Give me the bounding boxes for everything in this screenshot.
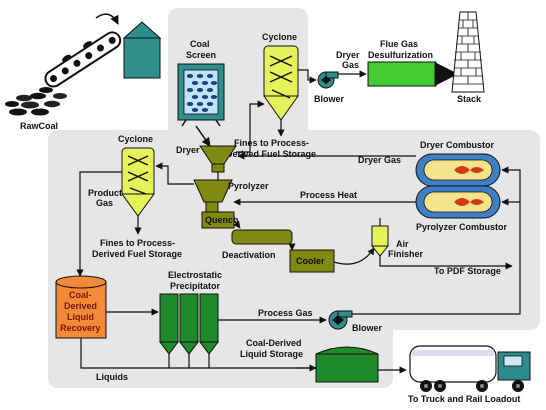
coal-screen-icon [177, 63, 225, 127]
deactivation-label: Deactivation [222, 250, 276, 260]
blower-top-icon [317, 71, 339, 89]
product-gas-label-line2: Gas [96, 198, 113, 208]
liquid-storage-label-line2: Liquid Storage [240, 349, 303, 359]
cyclone-top-label: Cyclone [262, 32, 297, 42]
dryer-gas-top-label-line2: Gas [342, 60, 359, 70]
fines-top-label-line1: Fines to Process- [234, 138, 309, 148]
dryer-gas-mid-label: Dryer Gas [358, 155, 401, 165]
truck-rail-label: To Truck and Rail Loadout [408, 394, 520, 404]
liquid-storage-tank-icon [315, 346, 379, 383]
raw-coal-label: RawCoal [20, 121, 58, 131]
blower-bottom-icon [328, 310, 353, 330]
coal-silo-icon [122, 21, 162, 79]
electrostatic-precipitator-icon [159, 293, 219, 360]
recovery-liquids-line [80, 338, 312, 369]
screen-to-dryer-arrow [195, 125, 211, 147]
liquids-label: Liquids [96, 372, 128, 382]
flue-gas-desulfurization-unit [367, 61, 437, 87]
deactivation-drum [231, 229, 293, 245]
stack-label: Stack [457, 94, 482, 104]
tanker-truck-icon [409, 345, 531, 392]
cyclone-left-label: Cyclone [118, 134, 153, 144]
liquid-recovery-label-line2: Derived [64, 301, 97, 311]
finisher-to-pdf-arrow [379, 256, 513, 270]
cooler-label: Cooler [296, 256, 325, 266]
cooler-to-finisher-arrow [333, 247, 375, 265]
fines-left-label-line1: Fines to Process- [100, 238, 175, 248]
process-heat-label: Process Heat [300, 190, 357, 200]
product-gas-label-line1: Product [88, 188, 122, 198]
liquid-storage-label-line1: Coal-Derived [246, 338, 302, 348]
stack-icon [451, 11, 485, 93]
dryer-label: Dryer [176, 145, 200, 155]
cooler-unit [289, 249, 335, 273]
fines-left-label-line2: Derived Fuel Storage [92, 249, 182, 259]
quench-label: Quench [205, 215, 239, 225]
liquid-recovery-label-line4: Recovery [60, 323, 101, 333]
esp-label-line2: Precipitator [170, 281, 221, 291]
liquid-recovery-label-line3: Liquid [67, 312, 94, 322]
to-pdf-storage-label: To PDF Storage [434, 266, 501, 276]
fines-top-label-line2: Derived Fuel Storage [226, 149, 316, 159]
pyrolyzer-label: Pyrolyzer [228, 181, 269, 191]
product-gas-to-recovery-arrow [76, 171, 122, 277]
pyrolyzer-combustor-label: Pyrolyzer Combustor [416, 222, 508, 232]
dryer-combustor-label: Dryer Combustor [420, 140, 495, 150]
air-finisher-label-line2: Finisher [388, 249, 424, 259]
pyrolyzer-vessel-icon [193, 179, 233, 213]
dryer-combustor-icon [415, 153, 501, 187]
conveyor-to-silo-arrow [95, 13, 119, 25]
dryer-to-cyclone-arrow [236, 100, 265, 153]
conveyor-belt-icon [44, 31, 122, 88]
pyrolyzer-to-cyclone-arrow [155, 162, 194, 185]
coal-screen-label-line2: Screen [186, 50, 216, 60]
blower-bottom-label: Blower [352, 323, 383, 333]
process-gas-to-dryer-combustor-line [501, 166, 521, 202]
air-finisher-icon [370, 218, 390, 257]
air-finisher-label-line1: Air [396, 239, 409, 249]
raw-coal-pile-icon [5, 87, 67, 116]
esp-label-line1: Electrostatic [168, 270, 222, 280]
pyrolyzer-combustor-icon [415, 185, 501, 219]
coal-screen-label-line1: Coal [190, 39, 210, 49]
blower-top-label: Blower [314, 94, 345, 104]
flue-gas-label-line1: Flue Gas [380, 39, 418, 49]
quench-to-deactivation-arrow [233, 219, 241, 229]
blower-to-return-line [352, 312, 521, 315]
cyclone-to-blower-arrow [298, 69, 317, 84]
dryer-gas-top-label-line1: Dryer [336, 50, 360, 60]
flue-gas-label-line2: Desulfurization [368, 50, 433, 60]
cyclone-top-icon [263, 45, 299, 121]
cyclone-left-icon [121, 147, 155, 217]
process-gas-label: Process Gas [258, 308, 313, 318]
liquid-recovery-label-line1: Coal- [69, 290, 92, 300]
liquid-recovery-vessel [55, 275, 107, 339]
